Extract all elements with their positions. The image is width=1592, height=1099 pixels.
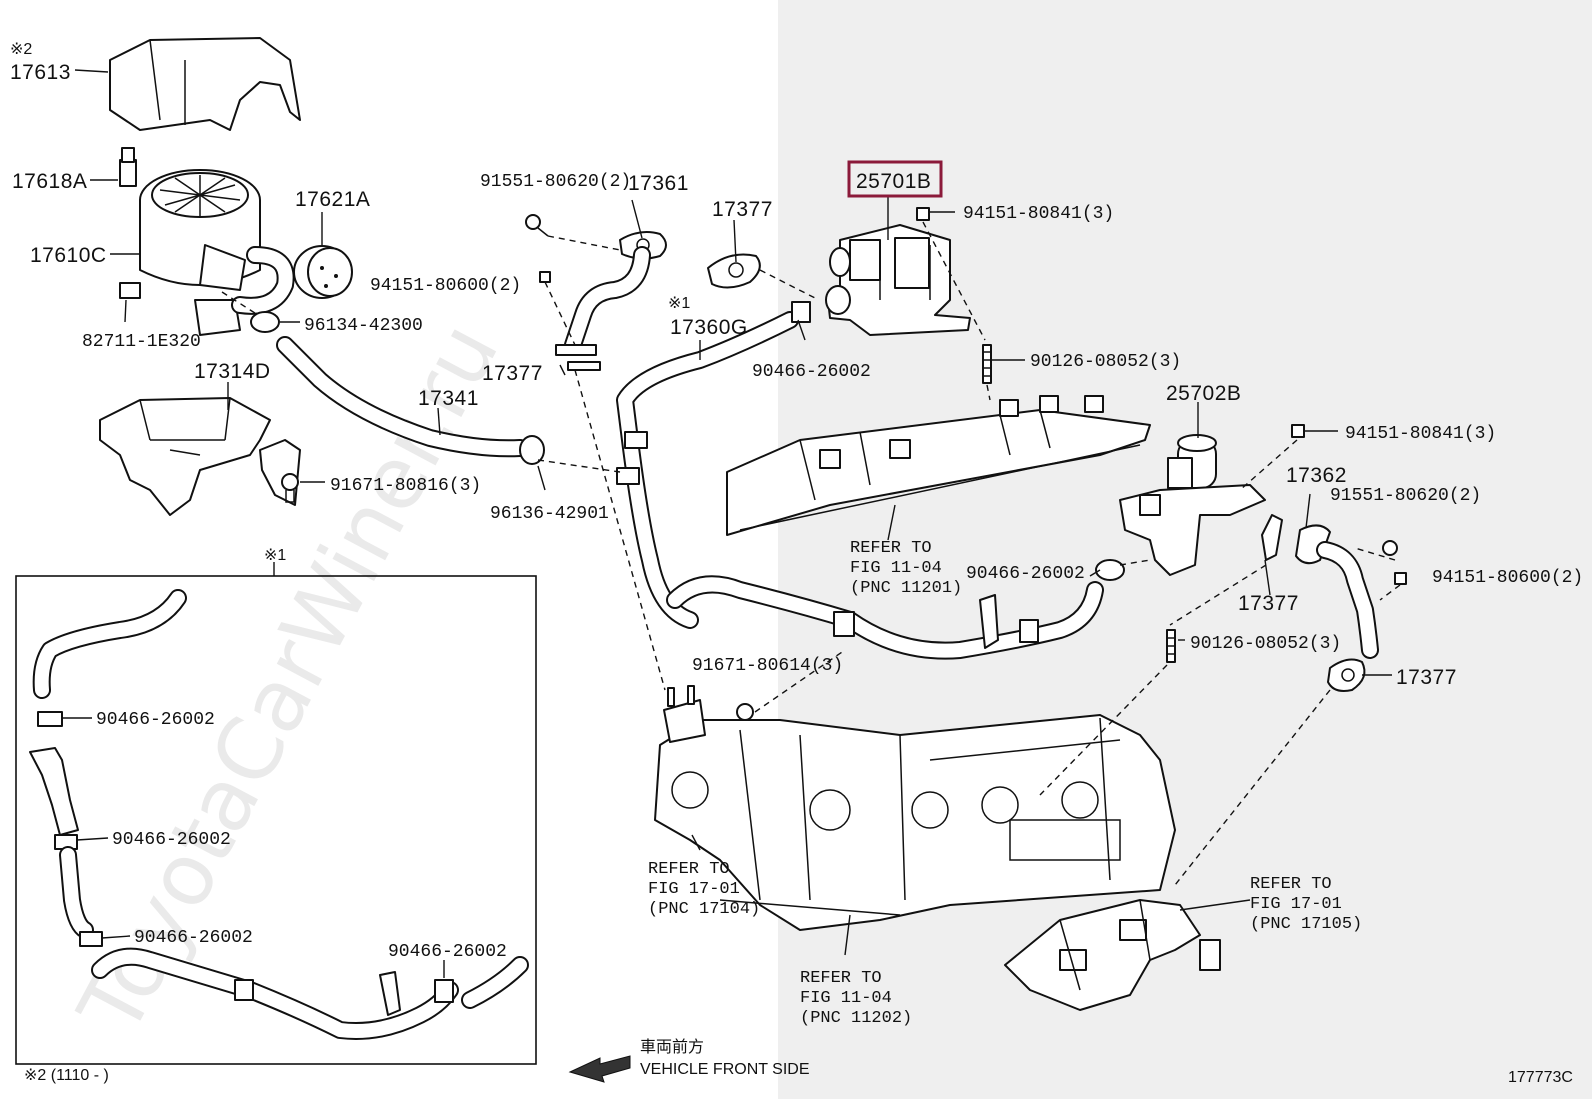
part-label-96134[interactable]: 96134-42300 xyxy=(304,316,423,336)
part-label-17377-bottom[interactable]: 17377 xyxy=(1396,666,1457,689)
front-side-japanese: 車両前方 xyxy=(640,1038,704,1056)
inset-label-90466-3[interactable]: 90466-26002 xyxy=(134,928,253,948)
part-label-17618a[interactable]: 17618A xyxy=(12,170,87,193)
bolt-91551-80620-b[interactable] xyxy=(1382,540,1398,556)
pipe-17362[interactable] xyxy=(1295,524,1379,659)
inset-label-90466-2[interactable]: 90466-26002 xyxy=(112,830,231,850)
part-label-17362[interactable]: 17362 xyxy=(1286,464,1347,487)
bracket-17104[interactable] xyxy=(663,685,706,743)
cylinder-head-lower[interactable] xyxy=(654,714,1176,931)
part-label-17377-right[interactable]: 17377 xyxy=(1238,592,1299,615)
part-label-17314d[interactable]: 17314D xyxy=(194,360,271,383)
part-label-17621a[interactable]: 17621A xyxy=(295,188,370,211)
ref-11201-line1: REFER TO xyxy=(850,539,932,558)
part-label-17613[interactable]: 17613 xyxy=(10,61,71,84)
part-label-91551-a[interactable]: 91551-80620(2) xyxy=(480,172,631,192)
hose-clamp-17360g[interactable] xyxy=(791,301,811,323)
part-label-94151-80600-a[interactable]: 94151-80600(2) xyxy=(370,276,521,296)
part-label-17341[interactable]: 17341 xyxy=(418,387,479,410)
ref-11201-line3: (PNC 11201) xyxy=(850,579,962,598)
ref-17105-line2: FIG 17-01 xyxy=(1250,895,1342,914)
vehicle-front-arrow xyxy=(568,1055,631,1083)
footnote-text: ※2 (1110 - ) xyxy=(24,1067,109,1084)
part-label-25701b[interactable]: 25701B xyxy=(856,170,931,193)
hose-clamp-96134[interactable] xyxy=(250,311,280,333)
part-label-82711[interactable]: 82711-1E320 xyxy=(82,332,201,352)
part-label-96136[interactable]: 96136-42901 xyxy=(490,504,609,524)
nut-94151-80600-b[interactable] xyxy=(1394,572,1407,585)
inset-box xyxy=(15,575,537,1065)
pipe-flange-17361[interactable] xyxy=(555,344,597,356)
inset-mark-1: ※1 xyxy=(264,547,286,564)
mark-1-label: ※1 xyxy=(668,295,690,312)
stud-90126-a[interactable] xyxy=(982,344,992,384)
part-label-90126-a[interactable]: 90126-08052(3) xyxy=(1030,352,1181,372)
ref-17105-line3: (PNC 17105) xyxy=(1250,915,1362,934)
part-label-91671-80816[interactable]: 91671-80816(3) xyxy=(330,476,481,496)
part-label-91551-b[interactable]: 91551-80620(2) xyxy=(1330,486,1481,506)
pump-bracket[interactable] xyxy=(99,397,301,516)
air-switching-valve-25702b[interactable] xyxy=(1119,434,1266,576)
part-label-17377-top[interactable]: 17377 xyxy=(712,198,773,221)
part-label-90466-a[interactable]: 90466-26002 xyxy=(752,362,871,382)
inset-label-90466-1[interactable]: 90466-26002 xyxy=(96,710,215,730)
bolt-91551-80620-a[interactable] xyxy=(525,214,549,237)
part-label-91671-80614[interactable]: 91671-80614(3) xyxy=(692,656,843,676)
pump-filter-disc[interactable] xyxy=(293,245,353,299)
part-label-94151-80841-b[interactable]: 94151-80841(3) xyxy=(1345,424,1496,444)
part-label-17610c[interactable]: 17610C xyxy=(30,244,107,267)
cylinder-head-cover-upper[interactable] xyxy=(726,395,1151,536)
part-label-94151-80600-b[interactable]: 94151-80600(2) xyxy=(1432,568,1583,588)
ref-17104-line2: FIG 17-01 xyxy=(648,880,740,899)
ref-11201-line2: FIG 11-04 xyxy=(850,559,942,578)
hose-clamp-96136[interactable] xyxy=(519,435,545,465)
nut-94151-80841-b[interactable] xyxy=(1291,424,1305,438)
mark-2-label: ※2 xyxy=(10,41,32,58)
part-label-94151-80841-a[interactable]: 94151-80841(3) xyxy=(963,204,1114,224)
gasket-17377-bottom[interactable] xyxy=(1327,658,1366,692)
front-side-english: VEHICLE FRONT SIDE xyxy=(640,1061,810,1078)
exhaust-manifold[interactable] xyxy=(1004,899,1221,1011)
air-pump-cover[interactable] xyxy=(109,37,301,131)
bolt-91671-80614[interactable] xyxy=(736,703,754,721)
stud-90126-b[interactable] xyxy=(1166,629,1176,663)
nut-94151-80600-a[interactable] xyxy=(539,271,551,283)
air-pump-assembly[interactable] xyxy=(119,147,261,336)
ref-17104-line1: REFER TO xyxy=(648,860,730,879)
ref-11202-line1: REFER TO xyxy=(800,969,882,988)
part-label-25702b[interactable]: 25702B xyxy=(1166,382,1241,405)
gasket-17377-mid[interactable] xyxy=(567,361,601,371)
inset-hose-assembly[interactable] xyxy=(29,589,529,1040)
nut-94151-80841-a[interactable] xyxy=(916,207,930,221)
inset-label-90466-4[interactable]: 90466-26002 xyxy=(388,942,507,962)
figure-code: 177773C xyxy=(1508,1069,1573,1086)
part-label-17377-mid[interactable]: 17377 xyxy=(482,362,543,385)
part-label-17360g[interactable]: 17360G xyxy=(670,316,748,339)
highlight-box-25701b xyxy=(847,160,943,198)
ref-17104-line3: (PNC 17104) xyxy=(648,900,760,919)
part-label-17361[interactable]: 17361 xyxy=(628,172,689,195)
part-label-90126-b[interactable]: 90126-08052(3) xyxy=(1190,634,1341,654)
part-label-90466-b[interactable]: 90466-26002 xyxy=(966,564,1085,584)
air-switching-valve-25701b[interactable] xyxy=(825,224,971,336)
ref-11202-line2: FIG 11-04 xyxy=(800,989,892,1008)
ref-17105-line1: REFER TO xyxy=(1250,875,1332,894)
ref-11202-line3: (PNC 11202) xyxy=(800,1009,912,1028)
gasket-17377-right[interactable] xyxy=(1261,514,1283,561)
gasket-17377-top[interactable] xyxy=(707,253,761,289)
bolt-91671-80816[interactable] xyxy=(281,473,299,503)
hose-clamp-90466-b[interactable] xyxy=(1095,559,1125,581)
